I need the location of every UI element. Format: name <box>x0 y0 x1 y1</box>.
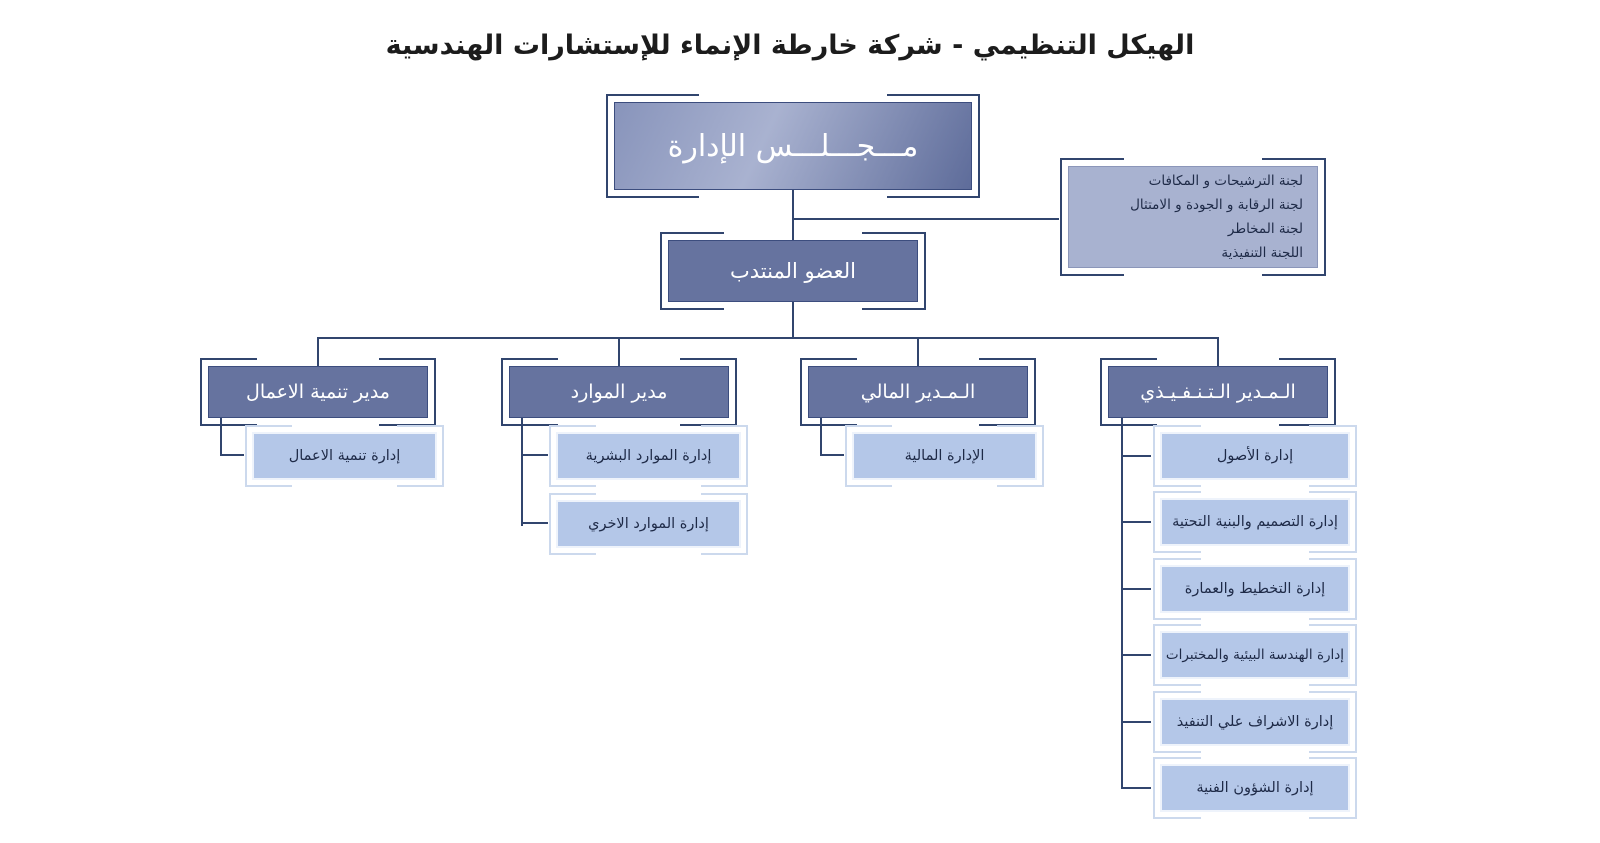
node-label: العضو المنتدب <box>730 259 856 283</box>
committee-item: اللجنة التنفيذية <box>1221 245 1303 261</box>
node-technical-affairs-dept: إدارة الشؤون الفنية <box>1153 757 1357 819</box>
node-managing-director: العضو المنتدب <box>660 232 926 310</box>
connector-exec-stub-4 <box>1121 654 1151 656</box>
node-label: إدارة الأصول <box>1216 448 1294 464</box>
node-execution-supervision-dept: إدارة الاشراف علي التنفيذ <box>1153 691 1357 753</box>
node-label: إدارة الموارد الاخري <box>588 516 709 532</box>
connector-board-md <box>792 190 794 240</box>
node-financial-manager: الـمـدير المالي <box>800 358 1036 426</box>
node-board-committees: لجنة الترشيحات و المكافات لجنة الرقابة و… <box>1060 158 1326 276</box>
node-label: إدارة التخطيط والعمارة <box>1184 581 1326 597</box>
connector-res-trunk <box>521 418 523 526</box>
node-label: إدارة التصميم والبنية التحتية <box>1172 514 1338 530</box>
connector-exec-trunk <box>1121 418 1123 789</box>
page-title: الهيكل التنظيمي - شركة خارطة الإنماء للإ… <box>385 30 1195 61</box>
node-assets-dept: إدارة الأصول <box>1153 425 1357 487</box>
node-business-development-manager: مدير تنمية الاعمال <box>200 358 436 426</box>
node-environmental-labs-dept: إدارة الهندسة البيئية والمختبرات <box>1153 624 1357 686</box>
node-label: الإدارة المالية <box>904 448 985 464</box>
node-label: إدارة الموارد البشرية <box>585 448 712 464</box>
node-label: مـــجـــلـــس الإدارة <box>667 128 919 164</box>
node-executive-manager: الـمـدير الـتـنـفـيـذي <box>1100 358 1336 426</box>
connector-exec-stub-6 <box>1121 787 1151 789</box>
node-financial-dept: الإدارة المالية <box>845 425 1044 487</box>
connector-exec-stub-1 <box>1121 455 1151 457</box>
node-human-resources-dept: إدارة الموارد البشرية <box>549 425 748 487</box>
connector-exec-stub-2 <box>1121 521 1151 523</box>
node-resources-manager: مدير الموارد <box>501 358 737 426</box>
connector-drop-2 <box>618 337 620 366</box>
node-label: الـمـدير الـتـنـفـيـذي <box>1140 381 1296 403</box>
node-label: إدارة الشؤون الفنية <box>1196 780 1314 796</box>
connector-exec-stub-3 <box>1121 588 1151 590</box>
connector-board-committees <box>792 218 1059 220</box>
committee-item: لجنة المخاطر <box>1227 221 1303 237</box>
connector-drop-1 <box>317 337 319 366</box>
node-label: مدير الموارد <box>570 381 668 403</box>
connector-fin-elbow-v <box>820 418 822 456</box>
node-business-development-dept: إدارة تنمية الاعمال <box>245 425 444 487</box>
connector-fin-elbow-h <box>820 454 844 456</box>
connector-row <box>317 337 1219 339</box>
committee-item: لجنة الرقابة و الجودة و الامتثال <box>1130 197 1303 213</box>
node-board-of-directors: مـــجـــلـــس الإدارة <box>606 94 980 198</box>
node-label: إدارة الهندسة البيئية والمختبرات <box>1165 647 1345 663</box>
committee-item: لجنة الترشيحات و المكافات <box>1148 173 1303 189</box>
connector-md-row <box>792 302 794 338</box>
node-label: مدير تنمية الاعمال <box>246 381 390 403</box>
connector-res-stub-2 <box>521 522 548 524</box>
connector-bd-elbow-v <box>220 418 222 456</box>
node-label: إدارة الاشراف علي التنفيذ <box>1176 714 1334 730</box>
node-other-resources-dept: إدارة الموارد الاخري <box>549 493 748 555</box>
node-planning-architecture-dept: إدارة التخطيط والعمارة <box>1153 558 1357 620</box>
node-design-infrastructure-dept: إدارة التصميم والبنية التحتية <box>1153 491 1357 553</box>
connector-res-stub-1 <box>521 454 548 456</box>
connector-bd-elbow-h <box>220 454 244 456</box>
connector-drop-3 <box>917 337 919 366</box>
connector-drop-4 <box>1217 337 1219 366</box>
node-label: الـمـدير المالي <box>860 381 976 403</box>
node-label: إدارة تنمية الاعمال <box>288 448 401 464</box>
connector-exec-stub-5 <box>1121 721 1151 723</box>
